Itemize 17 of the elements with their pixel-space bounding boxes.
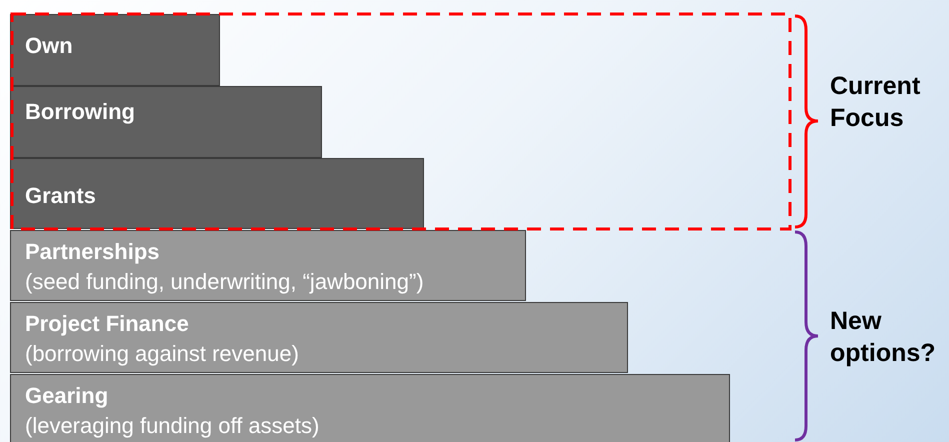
bar-description: (borrowing against revenue): [25, 340, 300, 368]
stair-bar: [10, 302, 628, 373]
stair-bar: [10, 86, 322, 158]
bar-heading: Gearing: [25, 382, 110, 410]
bar-heading: Partnerships: [25, 238, 160, 266]
group-label: Current Focus: [830, 71, 922, 134]
bar-description: (leveraging funding off assets): [25, 412, 320, 440]
stair-bar: [10, 158, 424, 229]
bar-description: (seed funding, underwriting, “jawboning”): [25, 268, 425, 296]
stair-bar: [10, 230, 526, 301]
group-label: New options?: [830, 306, 937, 369]
bar-heading: Project Finance: [25, 310, 190, 338]
stair-bar: [10, 374, 730, 442]
bar-heading: Borrowing: [25, 98, 136, 126]
bar-heading: Grants: [25, 182, 97, 210]
bar-heading: Own: [25, 32, 74, 60]
stair-bar: [10, 14, 220, 86]
